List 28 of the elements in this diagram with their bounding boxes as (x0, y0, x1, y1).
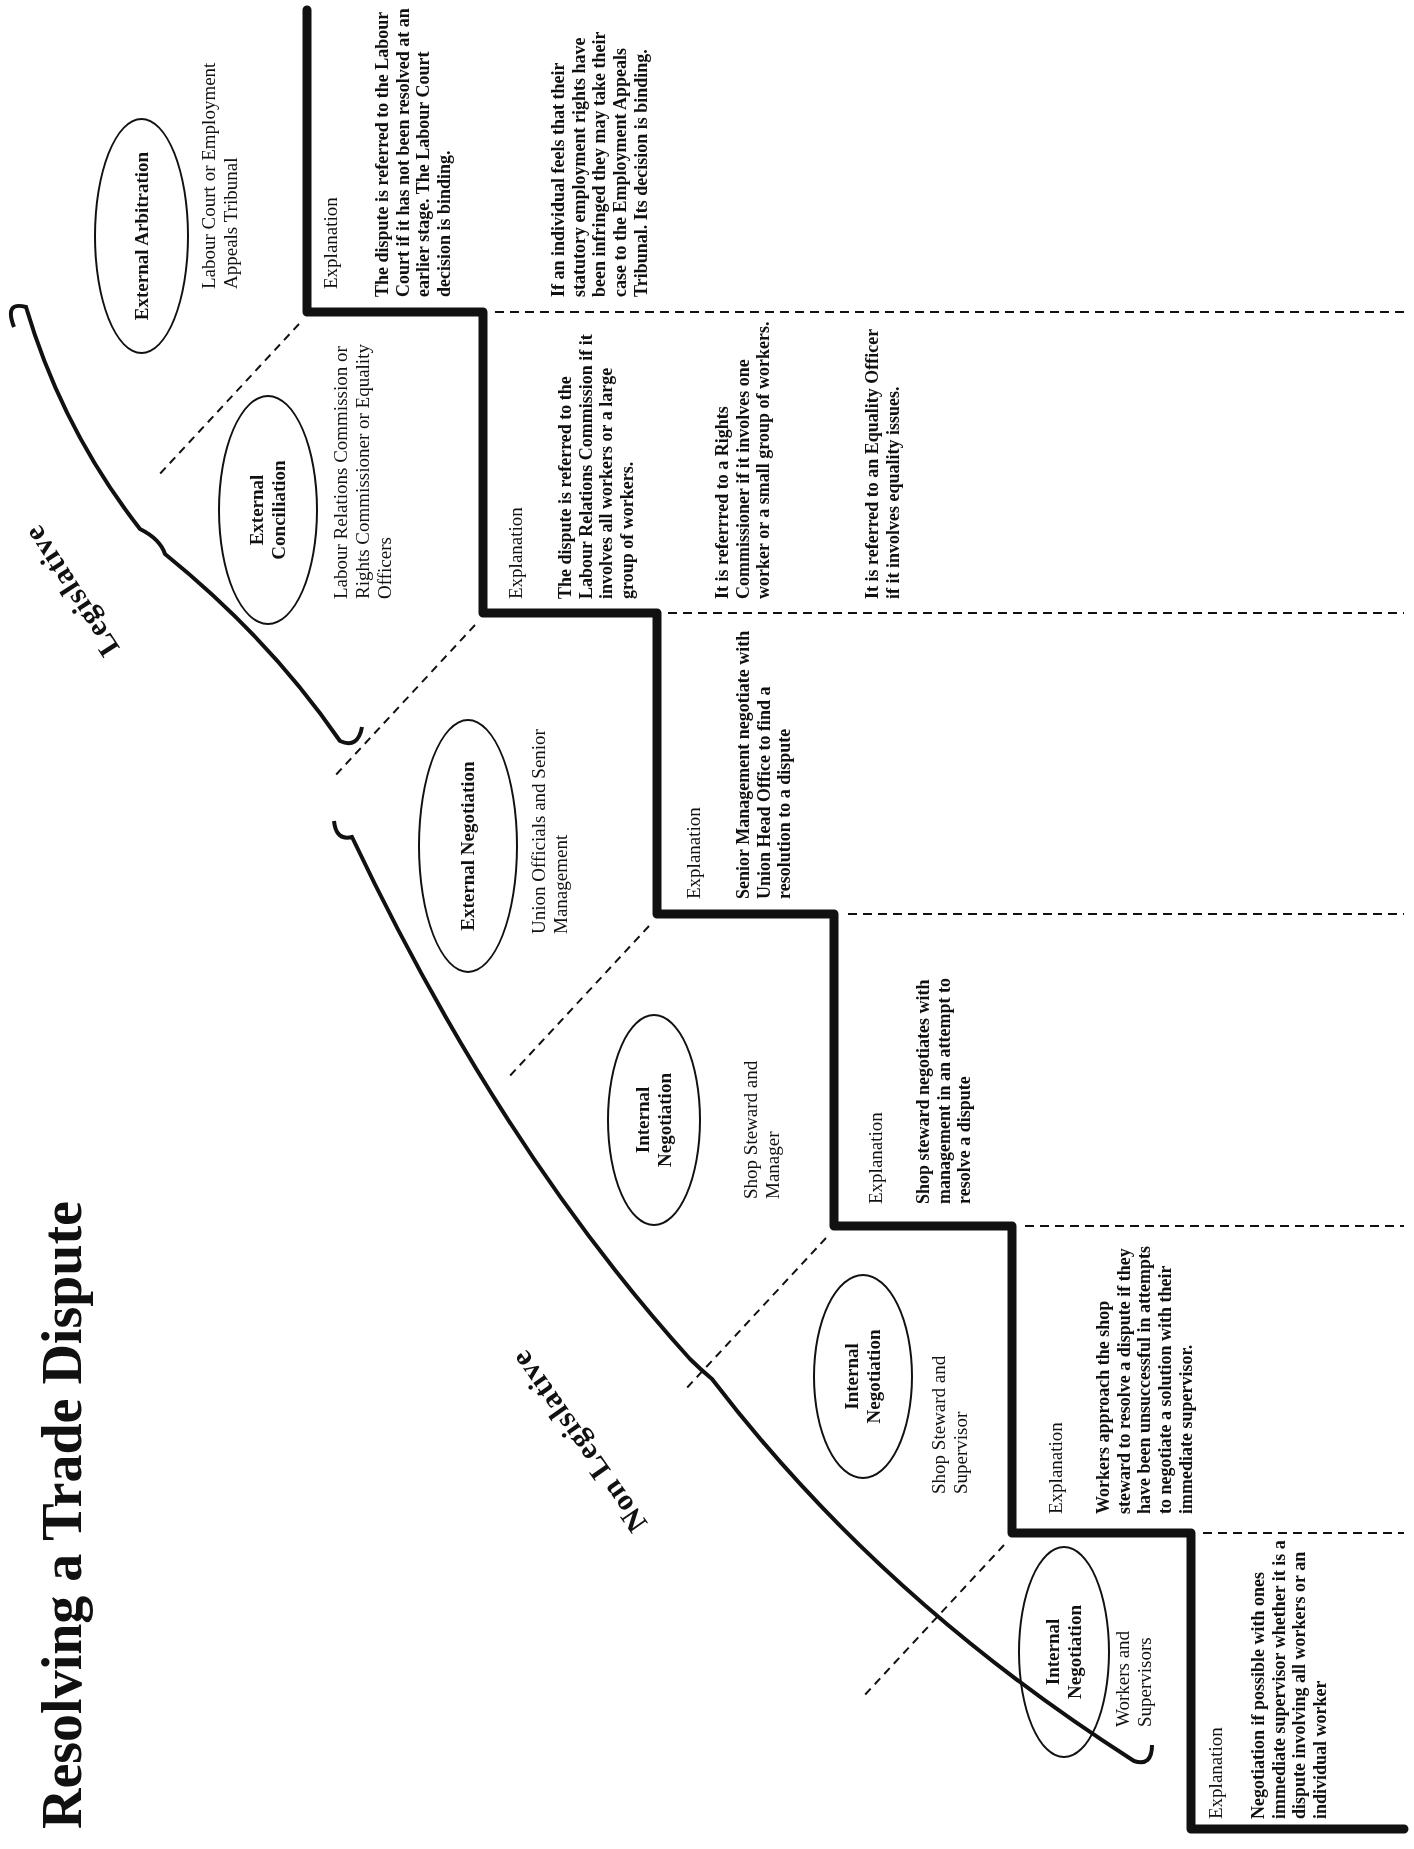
explanation-text: The dispute is referred to the Labour Court if it has not been resolved at an earlier stage. The Labour Court decision is binding. (372, 7, 455, 297)
section-heading: Explanation (683, 806, 705, 899)
section-heading: Explanation (1205, 1726, 1227, 1819)
explanation-text: The dispute is referred to the Labour Relations Commission if it involves all workers or a large group of workers. (555, 333, 638, 599)
party-label: Shop Steward and Manager (740, 1059, 784, 1199)
stage-ellipse: Internal Negotiation (1018, 1546, 1110, 1758)
explanation-text: Negotiation if possible with ones immediate supervisor whether it is a dispute involving all workers or an individual worker (1248, 1539, 1331, 1819)
section-heading: Explanation (320, 196, 342, 289)
section-heading: Explanation (865, 1111, 887, 1204)
explanation-text: It is referrred to a Rights Commissioner if it involves one worker or a small group of workers. (712, 320, 775, 599)
party-label: Labour Relations Commission or Rights Commissioner or Equality Officers (330, 343, 396, 599)
stage-ellipse: External Negotiation (418, 719, 518, 973)
explanation-text: Shop steward negotiates with management in an attempt to resolve a dispute (913, 977, 976, 1204)
stage-ellipse: Internal Negotiation (607, 1014, 701, 1226)
explanation-text: It is referred to an Equality Officer if it involves equality issues. (862, 328, 904, 599)
diagram-title: Resolving a Trade Dispute (30, 1201, 94, 1829)
stage-ellipse: External Conciliation (218, 395, 318, 625)
party-label: Union Officials and Senior Management (528, 728, 572, 934)
party-label: Shop Steward and Supervisor (928, 1354, 972, 1494)
stage-ellipse: Internal Negotiation (813, 1274, 913, 1479)
section-heading: Explanation (505, 506, 527, 599)
stage-ellipse: External Arbitration (94, 118, 189, 354)
party-label: Labour Court or Employment Appeals Tribunal (198, 61, 242, 289)
section-heading: Explanation (1045, 1421, 1067, 1514)
explanation-text: Workers approach the shop steward to resolve a dispute if they have been unsuccessful in attempts to negotiate a solution with their immediate supervisor. (1093, 1245, 1197, 1514)
party-label: Workers and Supervisors (1112, 1629, 1156, 1727)
explanation-text: If an individual feels that their statutory employment rights have been infringed they may take their case to the Employment Appeals Tribunal. Its decision is binding. (548, 30, 652, 297)
explanation-text: Senior Management negotiate with Union Head Office to find a resolution to a dispute (733, 629, 796, 899)
